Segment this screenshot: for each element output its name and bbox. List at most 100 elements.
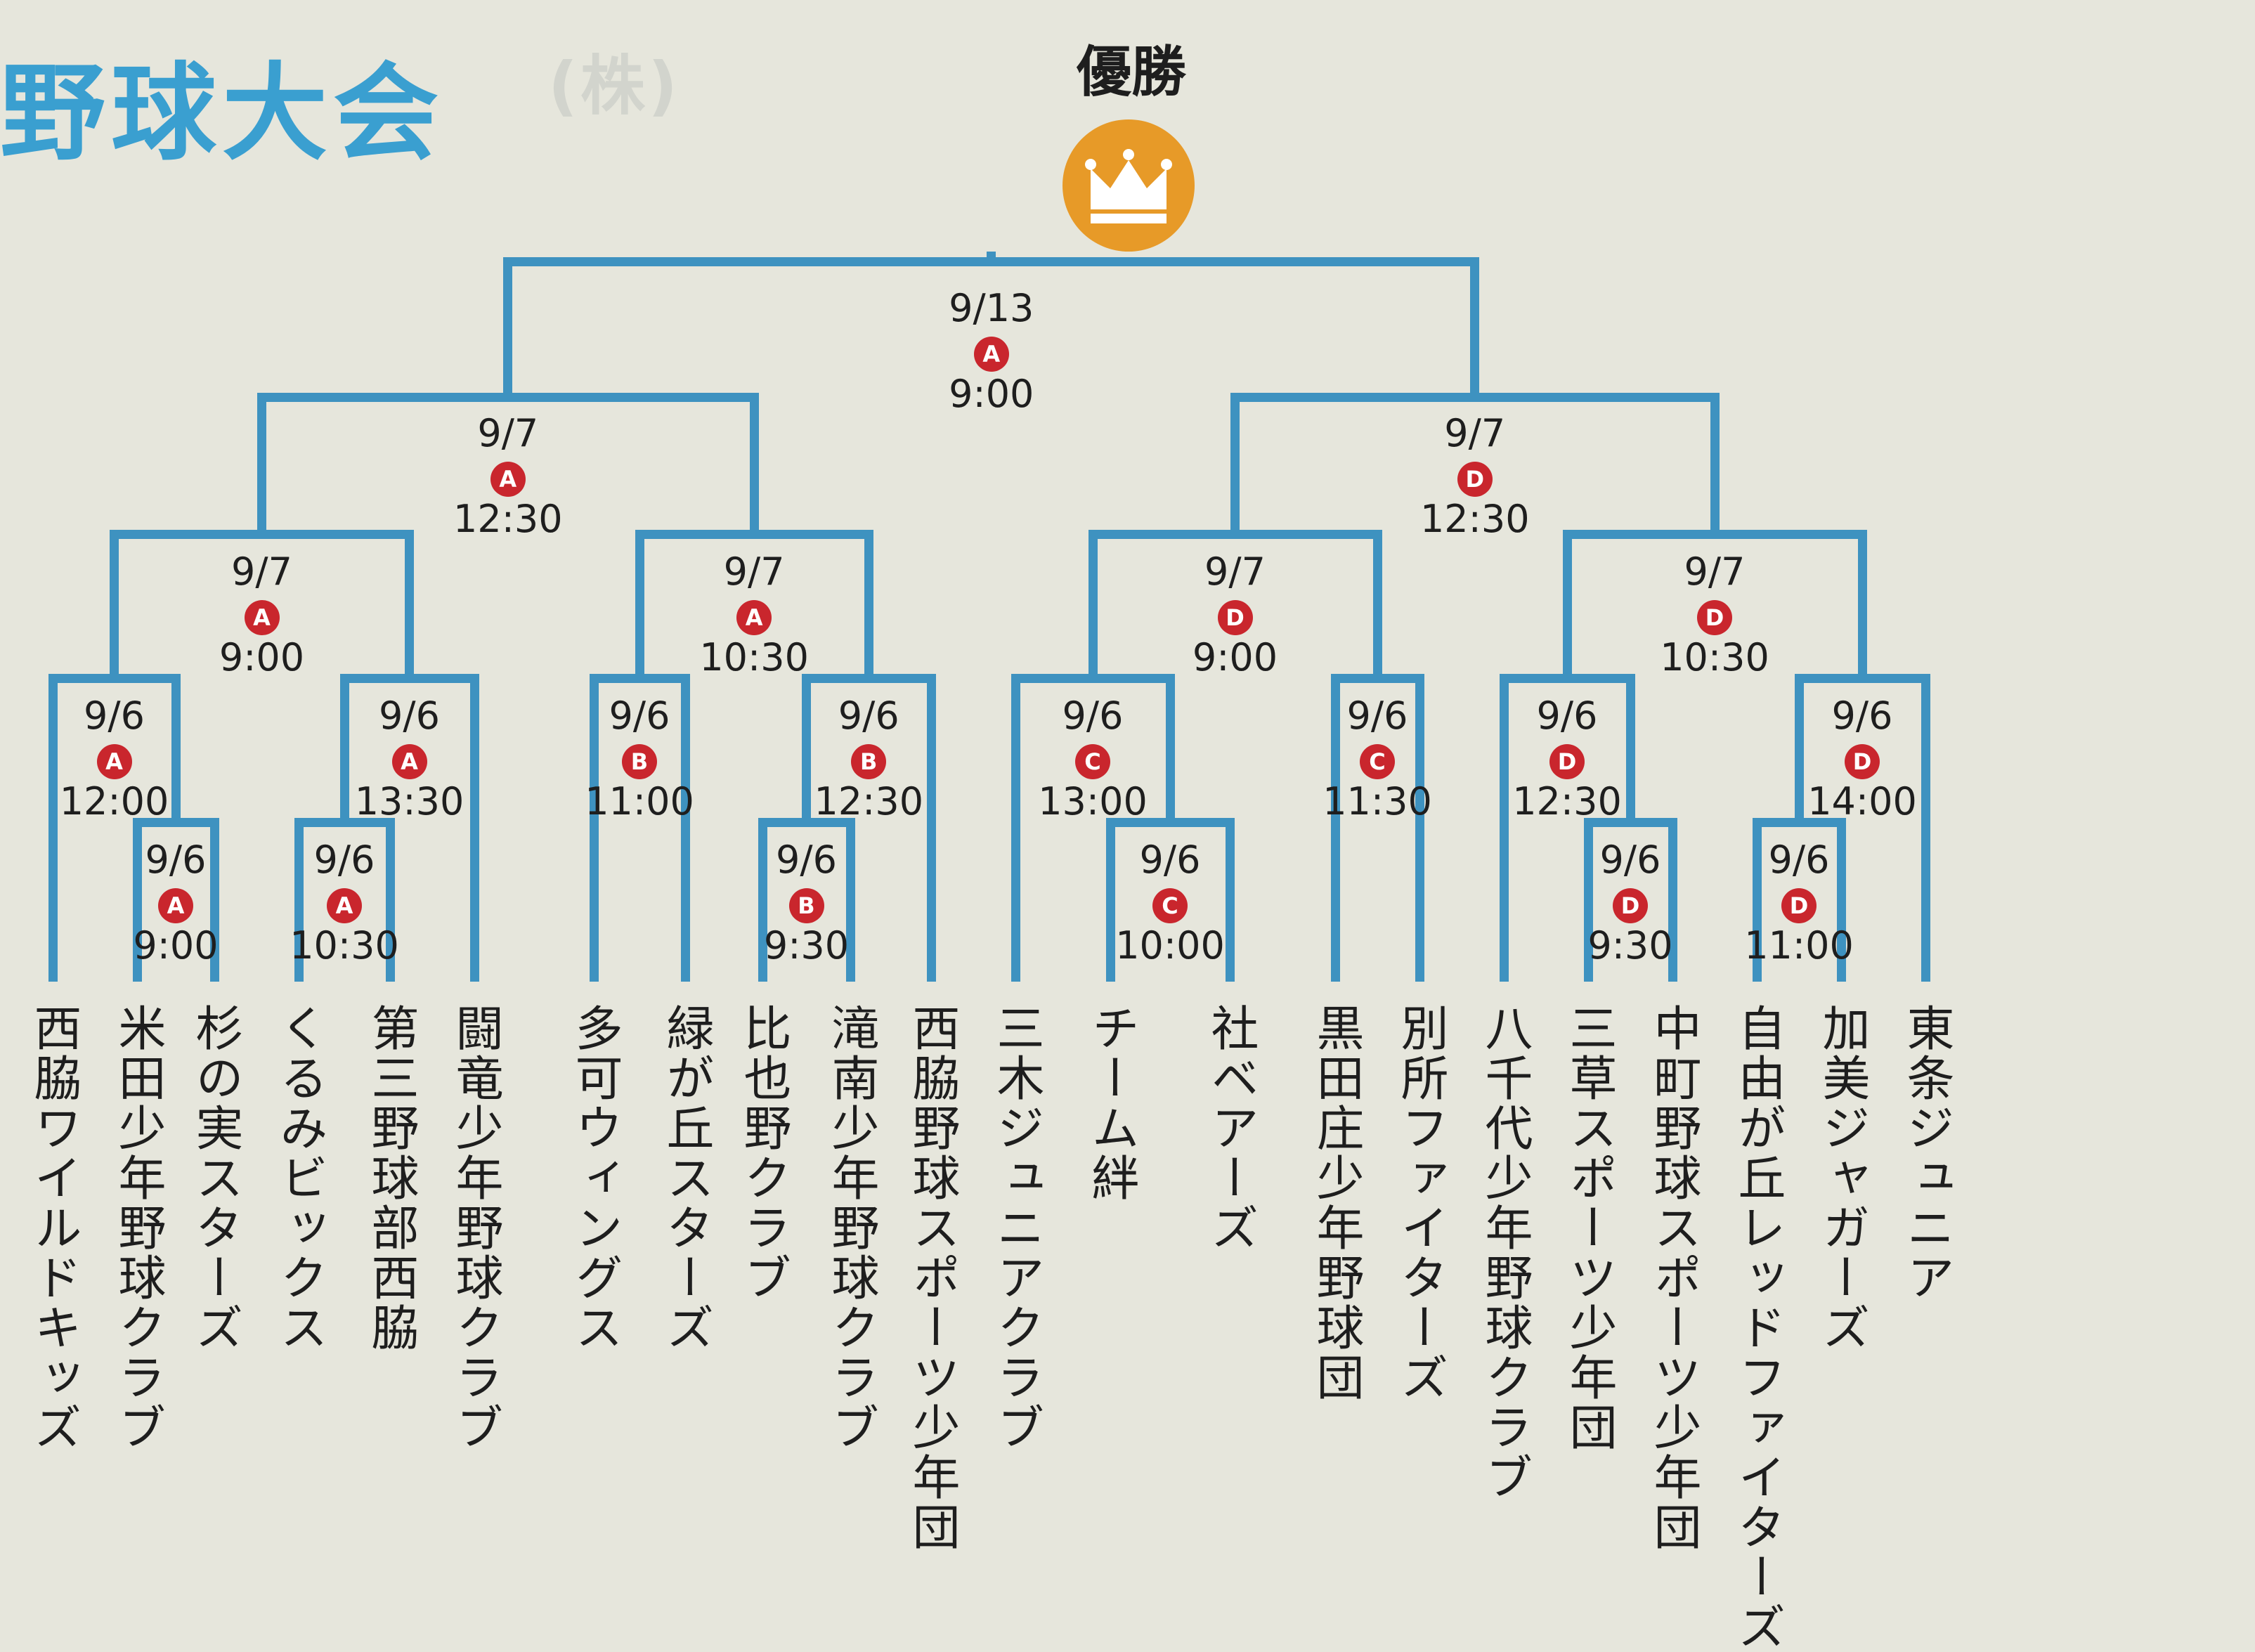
venue-badge: D <box>1217 600 1253 635</box>
match-date: 9/6 <box>1139 838 1201 882</box>
match-time: 12:30 <box>814 779 924 824</box>
match-date: 9/6 <box>84 694 145 738</box>
bracket-line <box>1470 261 1480 402</box>
match-time: 13:30 <box>354 779 464 824</box>
team-name: 自由が丘レッドファイターズ <box>1729 1003 1785 1652</box>
bracket-line <box>1225 822 1235 982</box>
team-name: 滝南少年野球クラブ <box>823 1003 878 1452</box>
bracket-line <box>48 678 58 982</box>
team-name: 八千代少年野球クラブ <box>1476 1003 1532 1502</box>
venue-badge: B <box>851 744 887 779</box>
team-name: 中町野球スポーツ少年団 <box>1645 1003 1701 1552</box>
venue-badge: D <box>1613 888 1648 923</box>
match-time: 10:30 <box>1660 635 1769 679</box>
match-time: 9:30 <box>763 923 850 968</box>
team-name: くるみビックス <box>271 1003 327 1353</box>
bracket-line <box>171 678 181 827</box>
bracket-line <box>589 678 599 982</box>
bracket-line <box>1105 822 1115 982</box>
match-date: 9/7 <box>1684 549 1746 594</box>
bracket-line <box>503 261 513 402</box>
match-date: 9/6 <box>1062 694 1124 738</box>
bracket-line <box>1857 534 1867 683</box>
match-time: 10:30 <box>290 923 399 968</box>
match-date: 9/6 <box>379 694 440 738</box>
match-time: 9:00 <box>949 372 1034 416</box>
bracket-line <box>1415 678 1424 982</box>
bracket-line <box>802 678 811 827</box>
page-title: 野球大会 <box>0 53 445 175</box>
bracket-line <box>1088 534 1098 683</box>
match-time: 9:00 <box>1192 635 1278 679</box>
venue-badge: D <box>1697 600 1732 635</box>
team-name: 三木ジュニアクラブ <box>988 1003 1044 1452</box>
match-date: 9/7 <box>477 411 539 455</box>
team-name: 社ベアーズ <box>1202 1003 1258 1253</box>
bracket-line <box>1794 678 1804 827</box>
venue-badge: A <box>158 888 193 923</box>
team-name: 東条ジュニア <box>1898 1003 1954 1303</box>
bracket-line <box>1921 678 1930 982</box>
match-date: 9/6 <box>1599 838 1661 882</box>
match-date: 9/6 <box>838 694 899 738</box>
venue-badge: A <box>327 888 362 923</box>
venue-badge: A <box>490 462 526 497</box>
match-date: 9/6 <box>1346 694 1408 738</box>
match-time: 11:00 <box>585 779 694 824</box>
match-date: 9/6 <box>1536 694 1598 738</box>
bracket-line <box>1165 678 1175 827</box>
bracket-line <box>1625 678 1635 827</box>
match-date: 9/7 <box>1444 411 1506 455</box>
team-name: 黒田庄少年野球団 <box>1308 1003 1363 1403</box>
bracket-line <box>926 678 936 982</box>
venue-badge: B <box>622 744 657 779</box>
match-date: 9/7 <box>1204 549 1266 594</box>
team-name: 闘竜少年野球クラブ <box>447 1003 502 1452</box>
match-time: 13:00 <box>1038 779 1148 824</box>
match-time: 9:00 <box>133 923 219 968</box>
bracket-line <box>1330 678 1340 982</box>
team-name: 緑が丘スターズ <box>658 1003 713 1353</box>
bracket-line <box>635 534 644 683</box>
team-name: チーム絆 <box>1083 1003 1138 1203</box>
bracket-line <box>385 822 395 982</box>
bracket-line <box>209 822 219 982</box>
match-date: 9/6 <box>1768 838 1830 882</box>
venue-badge: A <box>736 600 772 635</box>
team-name: 杉の実スターズ <box>187 1003 242 1353</box>
match-time: 14:00 <box>1807 779 1917 824</box>
bracket-line <box>1562 534 1572 683</box>
bracket-line <box>864 534 873 683</box>
crown-icon <box>1062 119 1195 252</box>
bracket-line <box>132 822 142 982</box>
venue-badge: C <box>1360 744 1395 779</box>
team-name: 第三野球部西脇 <box>363 1003 418 1353</box>
bracket-line <box>758 822 767 982</box>
team-name: 西脇野球スポーツ少年団 <box>904 1003 959 1552</box>
match-date: 9/6 <box>145 838 207 882</box>
venue-badge: C <box>1152 888 1188 923</box>
bracket-line <box>845 822 855 982</box>
venue-badge: A <box>96 744 132 779</box>
bracket-line <box>405 534 414 683</box>
team-name: 比也野クラブ <box>735 1003 791 1303</box>
venue-badge: A <box>244 600 280 635</box>
venue-badge: D <box>1549 744 1585 779</box>
bracket-line <box>680 678 690 982</box>
bracket-line <box>469 678 479 982</box>
bracket-line <box>1752 822 1762 982</box>
